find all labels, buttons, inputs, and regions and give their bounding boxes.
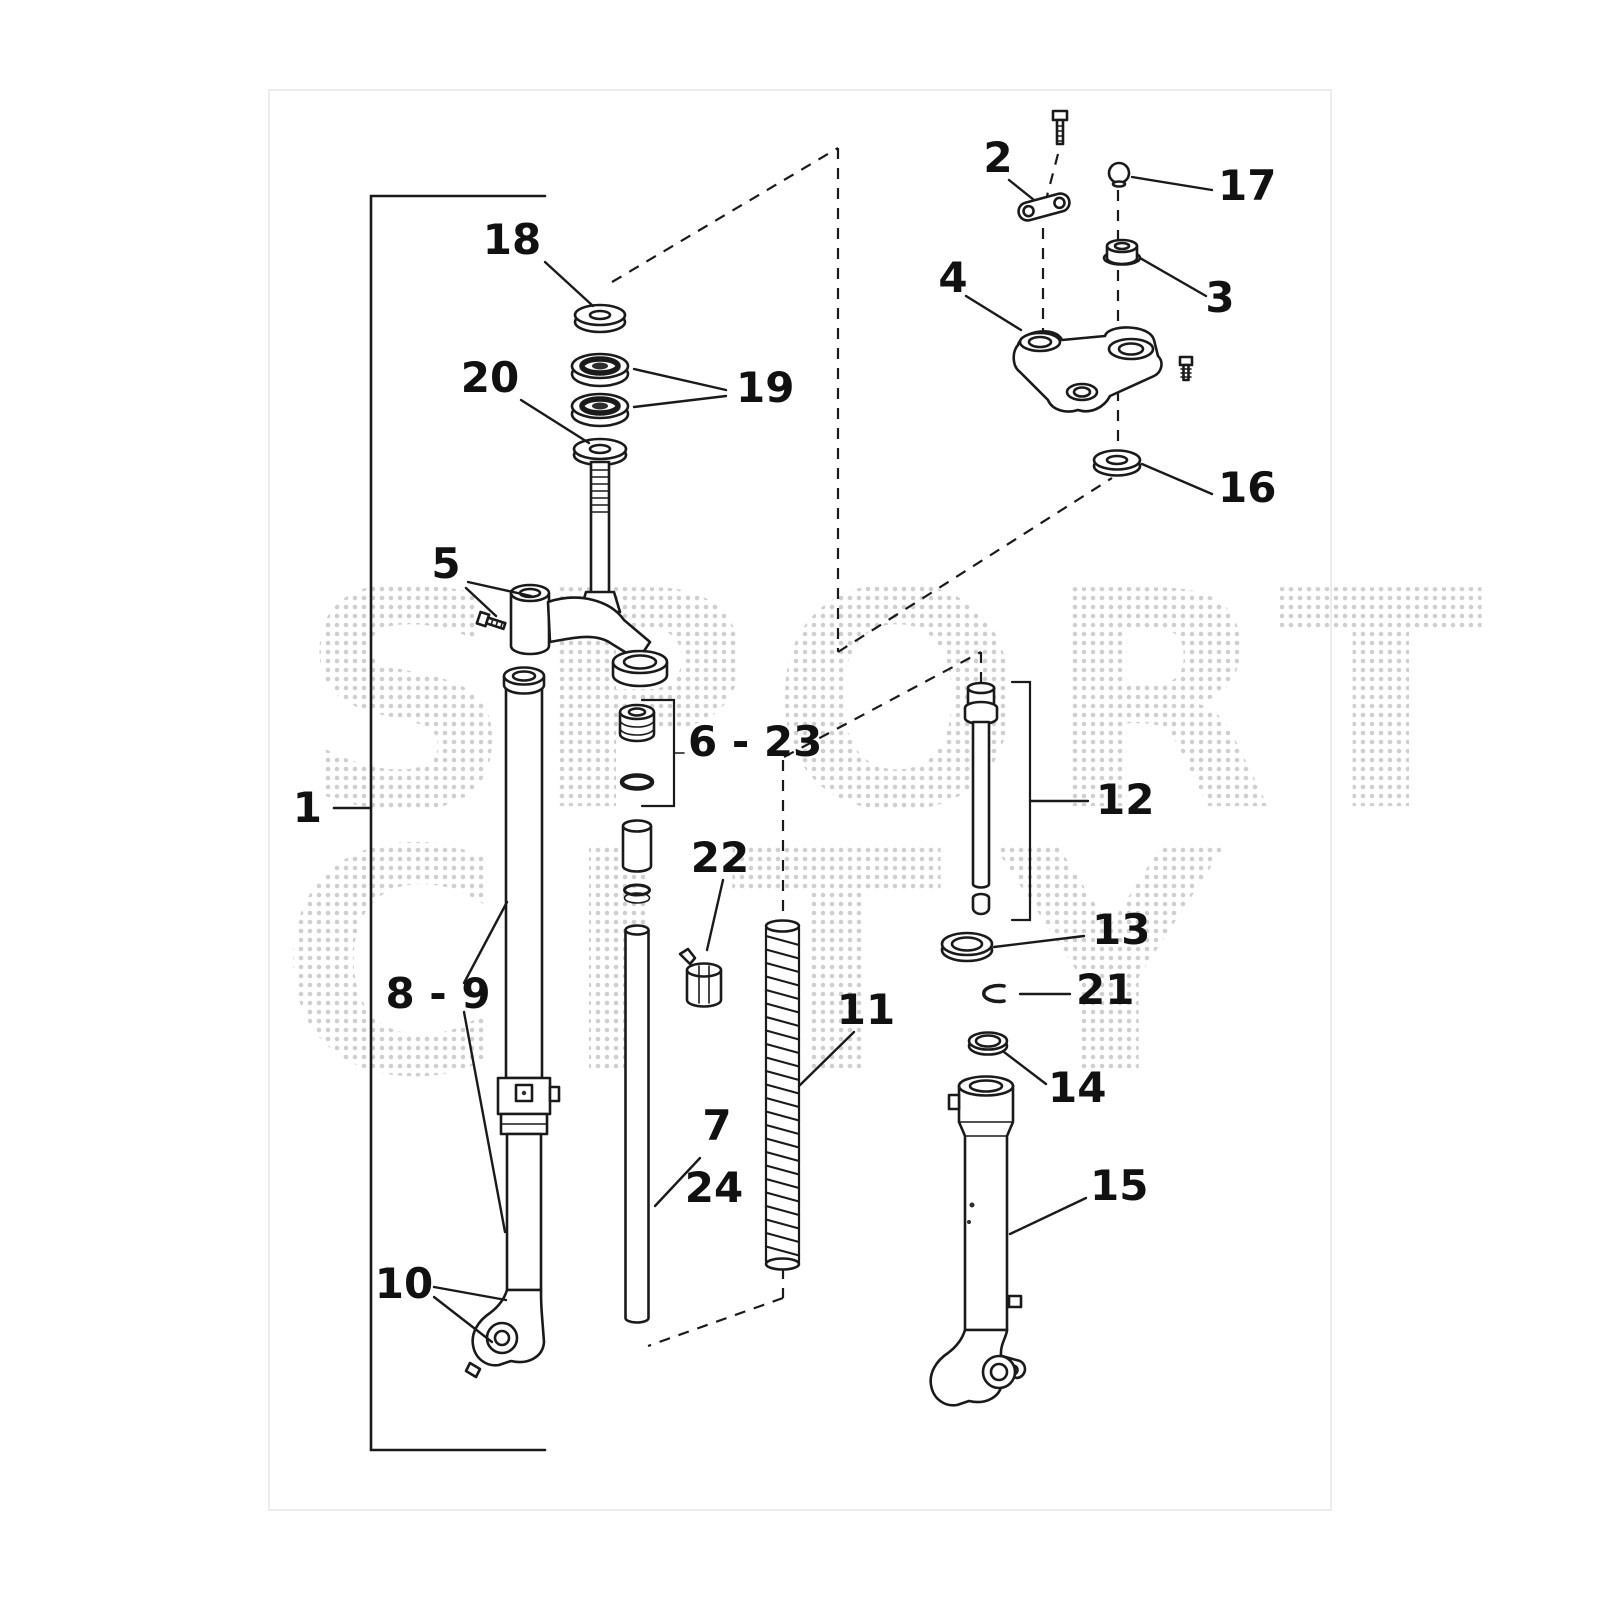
leader-7-24 bbox=[653, 1156, 702, 1208]
part-22-clamp-collar bbox=[678, 947, 723, 1008]
bracket-6-23 bbox=[640, 698, 685, 808]
part-4-top-triple-clamp bbox=[1012, 326, 1194, 413]
steering-stem bbox=[589, 460, 611, 596]
leader-lines bbox=[432, 175, 1214, 1344]
leader-2 bbox=[1007, 178, 1036, 202]
leader-8-9 bbox=[462, 900, 509, 1234]
part-18-washer bbox=[573, 303, 627, 334]
damper-piston bbox=[971, 892, 991, 916]
label-18: 18 bbox=[483, 215, 541, 264]
label-3: 3 bbox=[1205, 273, 1234, 322]
slider-foot bbox=[929, 1328, 1009, 1407]
foot-bolt bbox=[464, 1361, 482, 1379]
leader-19 bbox=[632, 367, 728, 409]
leader-13 bbox=[992, 934, 1086, 949]
label-2: 2 bbox=[983, 133, 1012, 182]
watermark-line-1: SPORT bbox=[298, 528, 1501, 877]
leader-20 bbox=[519, 398, 591, 445]
label-12: 12 bbox=[1096, 775, 1154, 824]
label-10: 10 bbox=[375, 1259, 433, 1308]
part-15-right-fork-slider bbox=[929, 1075, 1027, 1407]
part-17-cap bbox=[1107, 161, 1131, 188]
label-22: 22 bbox=[691, 833, 749, 882]
label-15: 15 bbox=[1090, 1161, 1148, 1210]
leader-18 bbox=[543, 260, 595, 308]
dash-spring-to-tube bbox=[647, 1296, 784, 1348]
leader-5 bbox=[464, 580, 533, 618]
callout-labels: 1 2 3 4 5 6 - 23 7 8 - 9 10 11 12 13 14 … bbox=[293, 133, 1277, 1308]
part-19-bearings bbox=[570, 352, 630, 428]
pinch-bolt bbox=[475, 610, 507, 631]
leader-10 bbox=[432, 1285, 508, 1344]
part-1-group-bracket bbox=[332, 194, 547, 1452]
leader-16 bbox=[1140, 462, 1214, 496]
leader-3 bbox=[1138, 256, 1208, 298]
clamp-screw bbox=[1178, 355, 1194, 382]
label-11: 11 bbox=[837, 985, 895, 1034]
dash-stack-to-corner bbox=[611, 147, 839, 283]
label-24: 24 bbox=[685, 1163, 743, 1212]
label-7: 7 bbox=[702, 1101, 731, 1150]
leader-22 bbox=[705, 878, 725, 952]
label-16: 16 bbox=[1218, 463, 1276, 512]
label-21: 21 bbox=[1076, 965, 1134, 1014]
part-7-24-inner-tube bbox=[621, 819, 653, 1324]
leader-15 bbox=[1008, 1196, 1088, 1236]
dash-to-washer-16 bbox=[837, 477, 1113, 653]
label-1: 1 bbox=[293, 783, 322, 832]
label-14: 14 bbox=[1048, 1063, 1106, 1112]
slider-tab bbox=[947, 1093, 961, 1111]
leader-14 bbox=[1002, 1050, 1048, 1086]
dash-bolt-axis bbox=[1045, 153, 1060, 197]
part-23-o-ring bbox=[619, 773, 655, 791]
part-2-bolt bbox=[1051, 109, 1069, 146]
part-16-washer bbox=[1092, 449, 1142, 477]
fork-tube-body bbox=[504, 684, 544, 1080]
part-2-handlebar-clamp bbox=[1017, 192, 1071, 222]
label-17: 17 bbox=[1218, 161, 1276, 210]
label-13: 13 bbox=[1092, 905, 1150, 954]
part-3-steering-nut bbox=[1102, 238, 1142, 266]
collar-tab bbox=[548, 1085, 561, 1103]
watermark-line-2: CITY bbox=[278, 785, 1277, 1146]
part-14-bushing bbox=[967, 1031, 1009, 1056]
label-19: 19 bbox=[736, 363, 794, 412]
part-8-9-left-fork-tube bbox=[496, 666, 561, 1292]
watermark: SPORT CITY bbox=[278, 528, 1501, 1146]
label-8-9: 8 - 9 bbox=[385, 969, 490, 1018]
part-21-circlip bbox=[982, 983, 1006, 1004]
part-11-spring bbox=[764, 919, 801, 1271]
inner-tube-body bbox=[624, 928, 650, 1324]
page-edge bbox=[268, 89, 1332, 1511]
label-20: 20 bbox=[461, 353, 519, 402]
leader-11 bbox=[797, 1030, 856, 1088]
part-13-seal bbox=[940, 931, 994, 963]
slide-bushing bbox=[621, 826, 653, 873]
clamp-left-boss bbox=[509, 593, 551, 656]
part-12-damper-rod bbox=[963, 681, 999, 916]
part-5-lower-triple-clamp bbox=[475, 583, 669, 688]
leader-17 bbox=[1130, 175, 1214, 192]
label-4: 4 bbox=[938, 253, 967, 302]
part-20-washer bbox=[572, 437, 628, 467]
part-6-fork-cap bbox=[618, 703, 656, 743]
assembly-dashed-lines bbox=[611, 147, 1120, 1348]
label-6-23: 6 - 23 bbox=[688, 717, 822, 766]
label-5: 5 bbox=[431, 539, 460, 588]
bracket-1 bbox=[369, 194, 547, 1452]
dash-to-damper bbox=[783, 651, 982, 758]
hose-guide bbox=[1007, 1294, 1023, 1309]
part-10-axle-clamp-foot bbox=[464, 1288, 546, 1379]
leader-4 bbox=[964, 294, 1023, 332]
lower-tube bbox=[505, 1132, 543, 1292]
